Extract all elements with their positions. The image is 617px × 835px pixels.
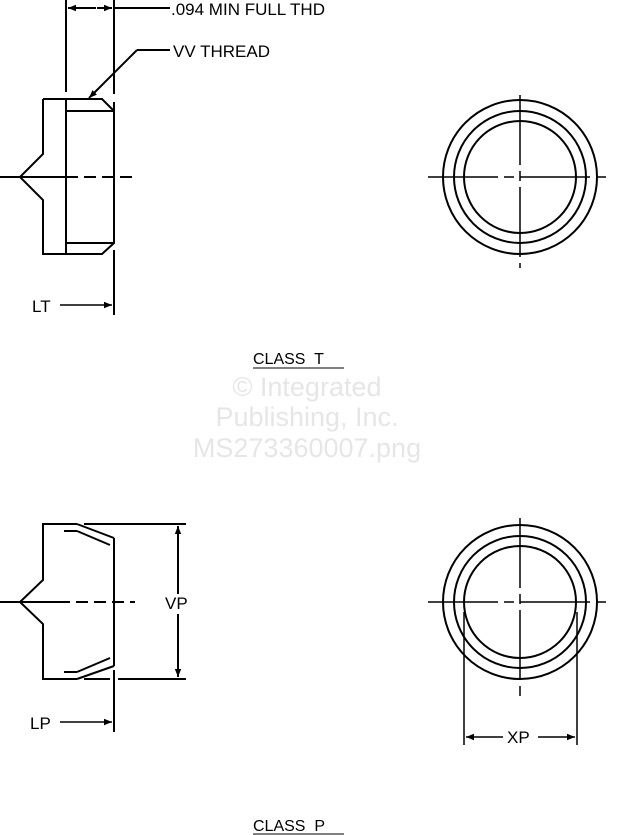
vv-thread-label: VV THREAD [173,42,270,61]
watermark-line-2: Publishing, Inc. [215,402,398,432]
class-p-end-view [428,518,612,745]
watermark-line-1: © Integrated [233,372,382,402]
min-full-thd-label: .094 MIN FULL THD [171,0,325,19]
lt-label: LT [32,297,51,316]
watermark: © Integrated Publishing, Inc. MS27336000… [193,372,421,463]
class-t-end-view [428,95,612,268]
class-p-label: CLASS P [253,818,325,835]
class-t-side-view [0,0,170,315]
xp-label: XP [507,728,530,747]
vp-label: VP [165,594,188,613]
class-p-side-view [0,523,186,732]
lp-label: LP [30,714,51,733]
class-t-label: CLASS T [253,351,324,368]
watermark-line-3: MS273360007.png [193,433,421,463]
